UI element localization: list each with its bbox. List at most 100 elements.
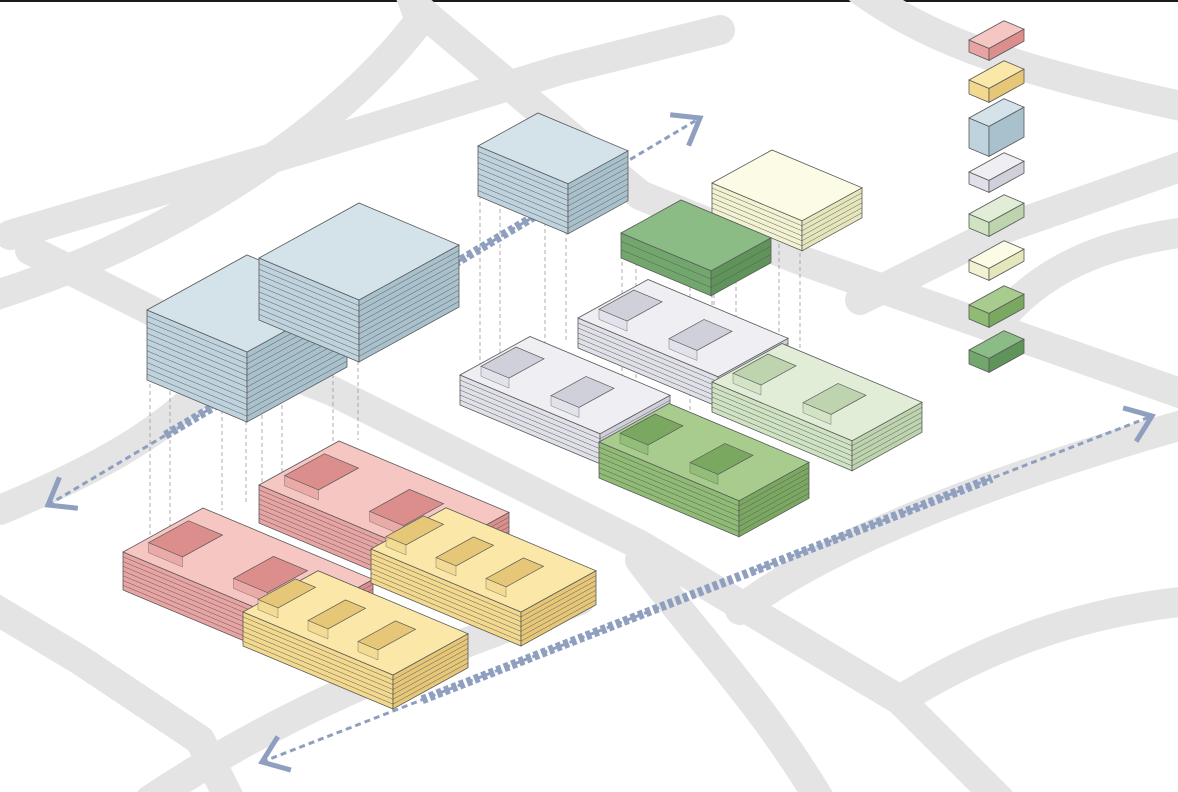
building-blocks (122, 112, 923, 710)
floor-line (370, 553, 597, 618)
floor-line (711, 406, 923, 467)
arrow-east-southwest (258, 405, 1156, 773)
floor-line (258, 289, 460, 346)
floor-line (370, 558, 597, 622)
floor-line (711, 197, 863, 237)
floor-line (370, 563, 597, 627)
courtyard-wall (357, 641, 379, 661)
tower-blue-2 (258, 202, 460, 363)
road-13 (725, 410, 1178, 625)
legend (968, 20, 1025, 374)
block-top-face (968, 98, 1025, 127)
road-6 (985, 217, 1178, 335)
legend-block-icon (968, 330, 1025, 374)
floor-line (242, 626, 469, 690)
courtyard-wall (732, 372, 762, 396)
arrow-double-icon (44, 476, 79, 511)
courtyard-wall (668, 338, 698, 361)
floor-line (242, 636, 469, 700)
floor-line (711, 192, 863, 232)
courtyard-wall (485, 578, 507, 598)
slab-dark-green (620, 199, 772, 297)
road-2 (0, 15, 735, 250)
floor-line (598, 457, 810, 517)
block-top-face (968, 60, 1025, 89)
courtyard-wall (148, 542, 183, 568)
floor-line (146, 337, 348, 394)
courtyard-wall (435, 557, 457, 577)
floor-line (258, 272, 460, 329)
floor-line (242, 616, 469, 681)
floor-line (258, 278, 460, 335)
floor-line (242, 631, 469, 695)
courtyard-wall (598, 308, 628, 332)
floor-line (146, 331, 348, 388)
floor-line (477, 190, 629, 229)
floor-line (258, 295, 460, 352)
block-top-face (968, 20, 1025, 49)
courtyard-wall (257, 599, 279, 619)
block-top-face (968, 285, 1025, 314)
floor-line (370, 568, 597, 632)
arrow-double-icon (1122, 405, 1156, 443)
floor-line (598, 472, 810, 532)
floor-line (242, 621, 469, 685)
road-10 (885, 587, 1178, 715)
block-top-face (968, 194, 1025, 223)
floor-line (258, 284, 460, 340)
legend-block-icon (968, 285, 1025, 329)
courtyard-wall (689, 462, 719, 485)
floor-line (711, 391, 923, 452)
floor-line (711, 386, 923, 447)
floor-line (598, 452, 810, 512)
floor-line (370, 573, 597, 637)
courtyard-wall (307, 620, 329, 640)
floor-line (477, 156, 629, 196)
floor-line (711, 202, 863, 242)
floor-line (258, 301, 460, 357)
arrow-double-icon (669, 112, 704, 147)
floor-line (242, 640, 469, 705)
floor-line (711, 207, 863, 247)
floor-line (477, 173, 629, 212)
floor-line (620, 249, 772, 288)
top-border (0, 0, 1178, 2)
floor-line (477, 167, 629, 207)
floor-line (146, 355, 348, 411)
floor-line (459, 379, 671, 440)
courtyard-green-1 (598, 403, 810, 538)
courtyard-yellow-1 (242, 570, 469, 710)
courtyard-wall (385, 536, 407, 556)
floor-line (477, 151, 629, 190)
legend-block-icon (968, 98, 1025, 158)
floor-line (258, 250, 460, 306)
arrow-double-icon (258, 735, 292, 773)
floor-line (146, 360, 348, 417)
floor-line (146, 325, 348, 382)
block-top-face (620, 199, 772, 272)
block-top-face (968, 330, 1025, 359)
floor-line (711, 396, 923, 457)
floor-line (598, 462, 810, 522)
floor-line (711, 401, 923, 462)
block-top-face (968, 240, 1025, 269)
floor-line (146, 343, 348, 399)
floor-line (258, 256, 460, 312)
legend-block-icon (968, 240, 1025, 282)
legend-block-icon (968, 60, 1025, 104)
block-top-face (258, 202, 460, 301)
courtyard-yellow-2 (370, 507, 597, 647)
floor-line (146, 349, 348, 405)
courtyard-yellow-1-base (242, 570, 469, 710)
courtyard-wall (284, 475, 319, 501)
road-9 (625, 545, 833, 792)
arrow-shaft (420, 474, 994, 704)
floor-line (258, 267, 460, 323)
courtyard-wall (802, 402, 832, 425)
floor-line (477, 179, 629, 218)
floor-line (258, 261, 460, 318)
tower-blue-3 (477, 112, 629, 235)
floor-line (370, 577, 597, 642)
